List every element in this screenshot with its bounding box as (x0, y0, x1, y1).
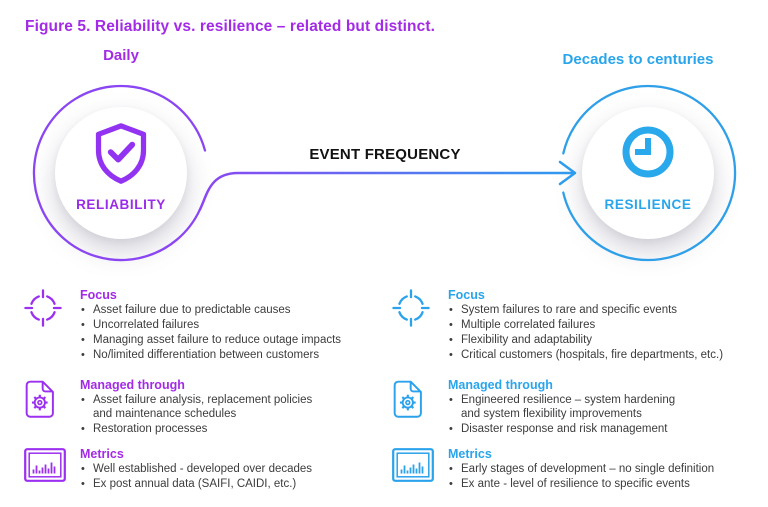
bar-chart-icon (24, 448, 66, 482)
bullet-item: Asset failure analysis, replacement poli… (80, 394, 382, 421)
target-icon (24, 289, 62, 327)
bullet-item: Uncorrelated failures (80, 319, 382, 333)
figure-title: Figure 5. Reliability vs. resilience – r… (25, 18, 435, 35)
bullet-item: Asset failure due to predictable causes (80, 304, 382, 318)
bullet-item: Well established - developed over decade… (80, 463, 382, 477)
bullet-item: System failures to rare and specific eve… (448, 304, 764, 318)
daily-label: Daily (103, 47, 139, 64)
event-frequency-label: EVENT FREQUENCY (309, 146, 461, 163)
shield-check-icon (95, 123, 147, 184)
reliability-label: RELIABILITY (76, 197, 166, 212)
bar-chart-icon (392, 448, 434, 482)
reliability-details-column: Focus Asset failure due to predictable c… (24, 288, 382, 507)
document-gear-icon (25, 380, 54, 419)
decades-label: Decades to centuries (562, 51, 714, 68)
detail-section: Focus System failures to rare and specif… (392, 288, 764, 364)
bullet-item: Managing asset failure to reduce outage … (80, 334, 382, 348)
resilience-details-column: Focus System failures to rare and specif… (392, 288, 764, 507)
bullet-item: Engineered resilience – system hardening… (448, 394, 764, 421)
document-gear-icon (393, 380, 422, 419)
bullet-item: Early stages of development – no single … (448, 463, 764, 477)
bullet-list: Asset failure analysis, replacement poli… (80, 394, 382, 436)
bullet-item: Disaster response and risk management (448, 423, 764, 437)
clock-icon (622, 126, 674, 178)
bullet-list: Early stages of development – no single … (448, 463, 764, 492)
section-heading: Managed through (80, 378, 185, 393)
bullet-item: Critical customers (hospitals, fire depa… (448, 349, 764, 363)
detail-section: Metrics Early stages of development – no… (392, 447, 764, 493)
bullet-item: Multiple correlated failures (448, 319, 764, 333)
bullet-list: System failures to rare and specific eve… (448, 304, 764, 363)
detail-section: Managed through Engineered resilience – … (392, 378, 764, 438)
section-heading: Metrics (448, 446, 492, 461)
bullet-item: Ex ante - level of resilience to specifi… (448, 478, 764, 492)
target-icon (392, 289, 430, 327)
bullet-item: No/limited differentiation between custo… (80, 349, 382, 363)
detail-section: Focus Asset failure due to predictable c… (24, 288, 382, 364)
section-heading: Managed through (448, 378, 553, 393)
bullet-item: Ex post annual data (SAIFI, CAIDI, etc.) (80, 478, 382, 492)
bullet-item: Restoration processes (80, 423, 382, 437)
detail-section: Managed through Asset failure analysis, … (24, 378, 382, 438)
section-heading: Focus (80, 288, 117, 302)
detail-section: Metrics Well established - developed ove… (24, 447, 382, 493)
section-heading: Focus (448, 288, 485, 302)
bullet-item: Flexibility and adaptability (448, 334, 764, 348)
section-heading: Metrics (80, 446, 124, 461)
resilience-label: RESILIENCE (604, 197, 692, 212)
bullet-list: Well established - developed over decade… (80, 463, 382, 492)
bullet-list: Engineered resilience – system hardening… (448, 394, 764, 436)
bullet-list: Asset failure due to predictable causesU… (80, 304, 382, 363)
